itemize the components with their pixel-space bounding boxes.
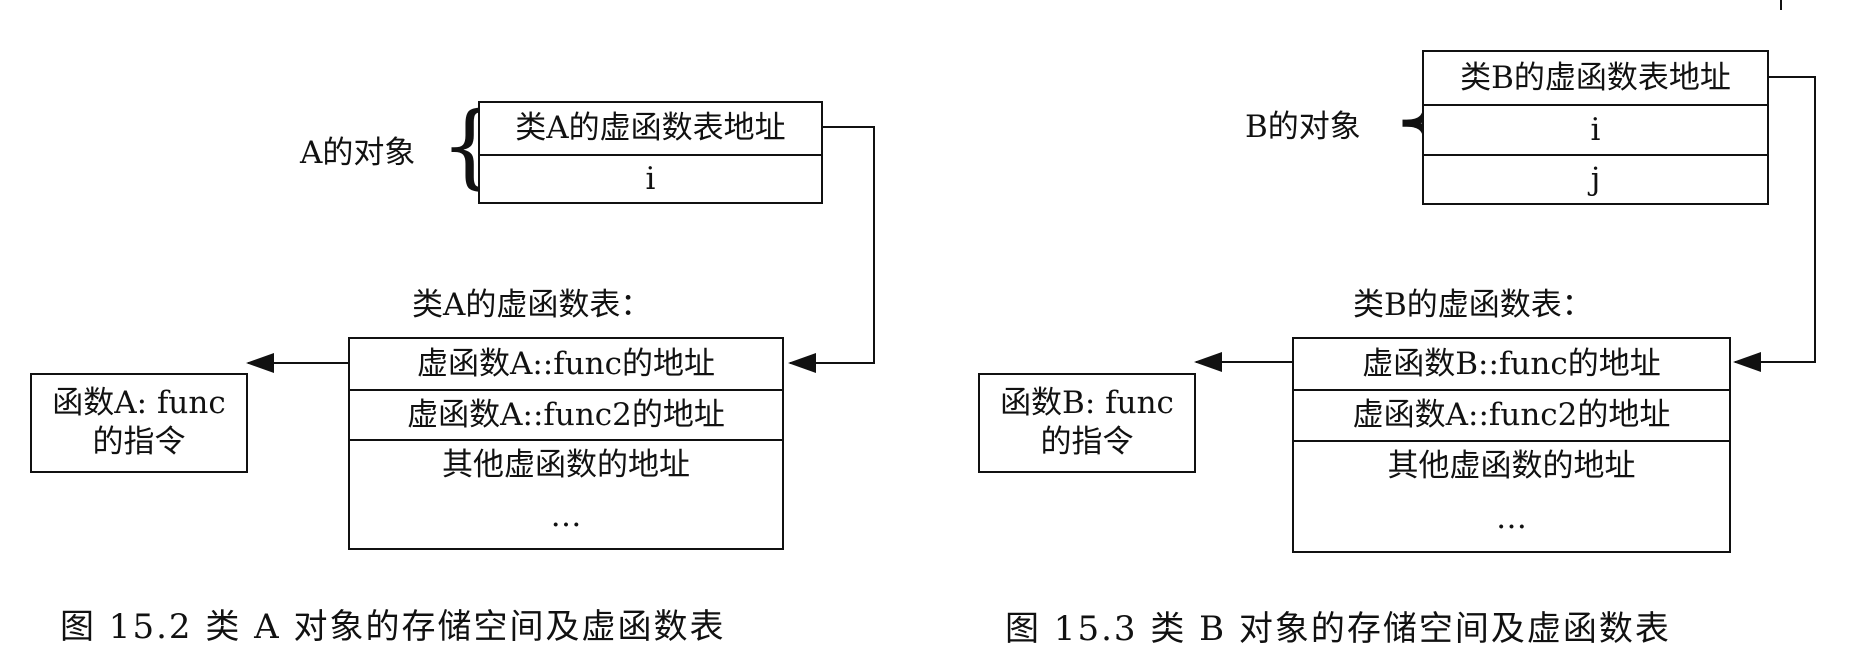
vptr-arrow-a xyxy=(788,126,875,373)
object-box-b: 类B的虚函数表地址 i j xyxy=(1422,50,1769,205)
vtable-box-b: 虚函数B::func的地址 虚函数A::func2的地址 其他虚函数的地址 … xyxy=(1292,337,1731,553)
function-line-a: 函数A: func xyxy=(52,385,226,422)
caption-a: 图 15.2 类 A 对象的存储空间及虚函数表 xyxy=(60,607,726,647)
function-line-b: 函数B: func xyxy=(1000,385,1174,422)
function-box-a: 函数A: func 的指令 xyxy=(30,373,248,473)
function-box-b: 函数B: func 的指令 xyxy=(978,373,1196,473)
caption-b: 图 15.3 类 B 对象的存储空间及虚函数表 xyxy=(1005,609,1671,649)
vtable-label-b: 类B的虚函数表： xyxy=(1353,287,1593,323)
vtable-entry-a: 虚函数A::func的地址 xyxy=(416,345,716,382)
function-line-b: 的指令 xyxy=(1040,424,1134,460)
object-label-a: A的对象 xyxy=(300,135,416,171)
object-field-i-b: i xyxy=(1424,104,1767,154)
vtable-entry-a: 其他虚函数的地址 xyxy=(350,439,782,489)
vptr-arrow-b xyxy=(1733,76,1816,372)
vtable-box-a: 虚函数A::func的地址 虚函数A::func2的地址 其他虚函数的地址 … xyxy=(348,337,784,550)
function-line-a: 的指令 xyxy=(92,424,186,460)
object-field-i-a: i xyxy=(480,154,821,202)
vtable-entry-a: … xyxy=(550,498,582,534)
object-box-a: 类A的虚函数表地址 i xyxy=(478,101,823,204)
object-field-vptr-a: 类A的虚函数表地址 xyxy=(515,110,786,146)
vtable-entry-b: … xyxy=(1496,500,1527,536)
object-field-j-b: j xyxy=(1424,154,1767,203)
vtable-entry-b: 虚函数B::func的地址 xyxy=(1362,345,1661,382)
object-label-b: B的对象 xyxy=(1245,109,1361,145)
vtable-entry-a: 虚函数A::func2的地址 xyxy=(350,389,782,439)
object-field-vptr-b: 类B的虚函数表地址 xyxy=(1460,59,1731,96)
vtable-entry-b: 虚函数A::func2的地址 xyxy=(1294,389,1729,440)
vtable-entry-b: 其他虚函数的地址 xyxy=(1294,440,1729,490)
vtable-label-a: 类A的虚函数表： xyxy=(412,287,652,323)
